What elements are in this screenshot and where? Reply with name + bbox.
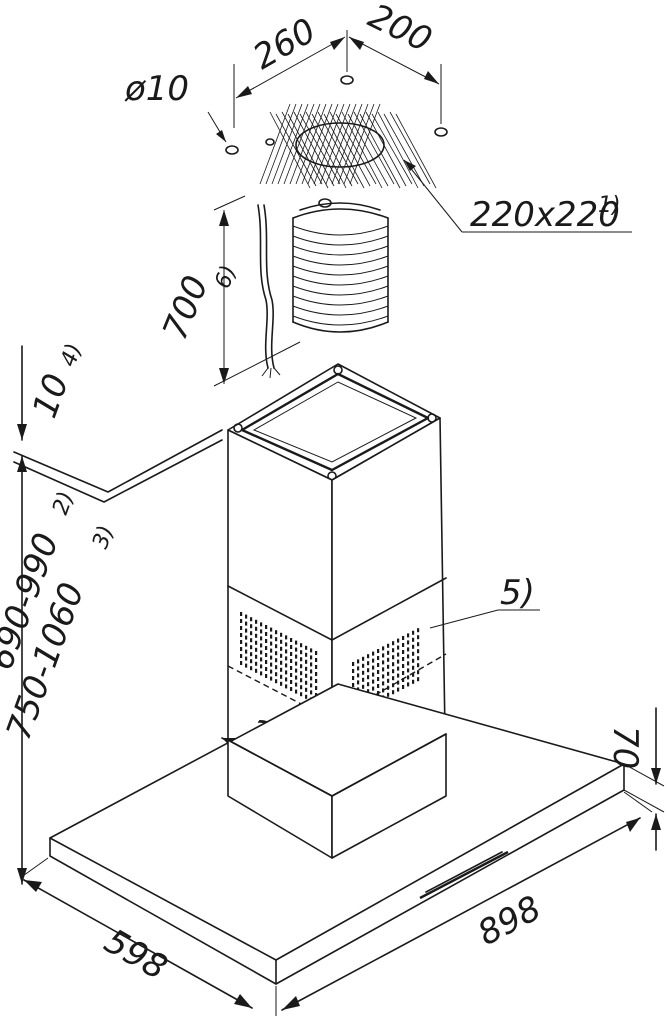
dimension-ceiling-gap: 10 4) xyxy=(17,340,87,441)
dimension-canopy-height: 70 xyxy=(605,707,665,851)
dim-duct-length: 700 xyxy=(155,270,216,345)
dim-canopy-width: 898 xyxy=(471,888,547,954)
canopy xyxy=(49,683,625,985)
dim-canopy-height: 70 xyxy=(605,726,645,769)
ceiling-line xyxy=(13,429,223,503)
part-label-leader: 5) xyxy=(429,573,540,629)
dim-height-note-a: 2) xyxy=(48,488,79,518)
mounting-hatch xyxy=(259,103,437,189)
dim-cutout-note: 1) xyxy=(598,193,621,218)
dim-hole-spacing-x: 260 xyxy=(247,11,323,78)
mount-hole-top xyxy=(340,75,354,85)
dimension-cutout: 220x220 1) xyxy=(403,159,632,235)
dim-cutout: 220x220 xyxy=(470,195,620,235)
power-cable xyxy=(257,204,281,379)
dim-ceiling-note: 4) xyxy=(56,340,87,370)
dimension-duct-length: 700 6) xyxy=(155,195,301,387)
part-label: 5) xyxy=(500,573,535,613)
dim-height-note-b: 3) xyxy=(88,522,119,552)
dim-hole-spacing-y: 200 xyxy=(362,0,438,61)
flexible-duct xyxy=(292,202,389,333)
dim-ceiling-gap: 10 xyxy=(25,369,77,423)
dimension-200: 200 xyxy=(348,0,442,124)
dimension-260: 260 xyxy=(233,11,348,128)
dimension-hole-diameter: ø10 xyxy=(124,69,227,143)
dim-canopy-depth: 598 xyxy=(98,921,174,988)
mount-hole-left xyxy=(225,145,239,155)
duct-opening-circle xyxy=(295,122,385,168)
mount-hole-right xyxy=(434,127,448,137)
dim-hole-diameter: ø10 xyxy=(124,69,189,109)
ceiling-mount-plate xyxy=(225,75,448,208)
mount-hole-small xyxy=(265,138,275,146)
